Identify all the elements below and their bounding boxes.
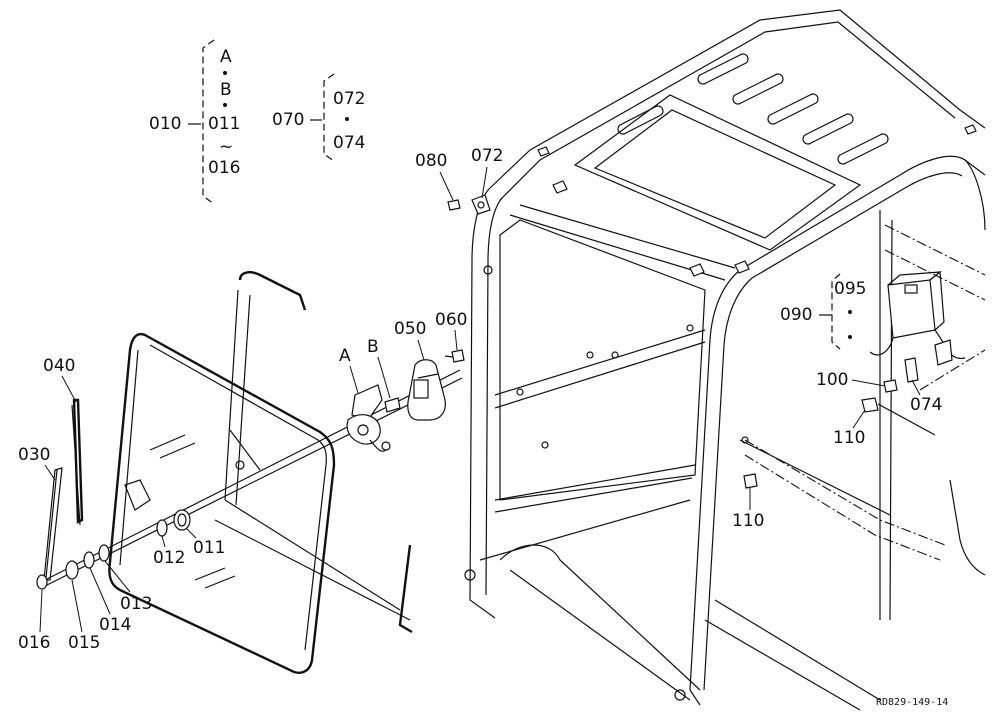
label-010-011: 011 [208, 114, 240, 134]
callout-050: 050 [394, 319, 426, 339]
wiper-motor [346, 384, 401, 452]
bracket-072 [447, 194, 491, 215]
clip-110-lower [743, 473, 758, 489]
label-010-B: B [220, 80, 232, 100]
label-070-072: 072 [333, 89, 365, 109]
callout-110-upper: 110 [833, 428, 865, 448]
label-010-A: A [220, 47, 232, 67]
range-mark: ~ [219, 137, 233, 157]
callout-072: 072 [471, 146, 503, 166]
wiper-arm [43, 467, 63, 581]
callout-080: 080 [415, 151, 447, 171]
callout-060: 060 [435, 310, 467, 330]
label-090: 090 [780, 305, 812, 325]
label-010: 010 [149, 114, 181, 134]
drawing-reference: RD829-149-14 [876, 697, 948, 708]
callouts: 040 030 016 015 014 013 012 011 A B 050 … [18, 146, 942, 653]
callout-030: 030 [18, 445, 50, 465]
bolt-100 [883, 379, 898, 393]
bolt-060 [444, 349, 465, 363]
motor-cover [407, 359, 446, 421]
callout-014: 014 [99, 615, 131, 635]
label-090-095: 095 [834, 279, 866, 299]
callout-012: 012 [153, 548, 185, 568]
wiper-blade [71, 398, 84, 526]
callout-013: 013 [120, 594, 152, 614]
callout-016: 016 [18, 633, 50, 653]
callout-015: 015 [68, 633, 100, 653]
callout-110-lower: 110 [732, 511, 764, 531]
bracket-074 [904, 357, 919, 383]
clip-110-upper [861, 397, 936, 436]
legend-070: 070 072 074 [272, 73, 365, 162]
controller-095 [869, 270, 966, 366]
label-010-016: 016 [208, 158, 240, 178]
window-frame [108, 271, 413, 674]
callout-074: 074 [910, 395, 942, 415]
legend-090: 090 095 [780, 273, 866, 350]
callout-A: A [339, 346, 351, 366]
cab-frame [464, 9, 986, 711]
legend-010: 010 A B 011 ~ 016 [149, 39, 240, 205]
callout-100: 100 [816, 370, 848, 390]
label-070-074: 074 [333, 133, 365, 153]
label-070: 070 [272, 110, 304, 130]
callout-011: 011 [193, 538, 225, 558]
roof-slots [617, 53, 889, 165]
callout-040: 040 [43, 356, 75, 376]
callout-B: B [367, 337, 379, 357]
